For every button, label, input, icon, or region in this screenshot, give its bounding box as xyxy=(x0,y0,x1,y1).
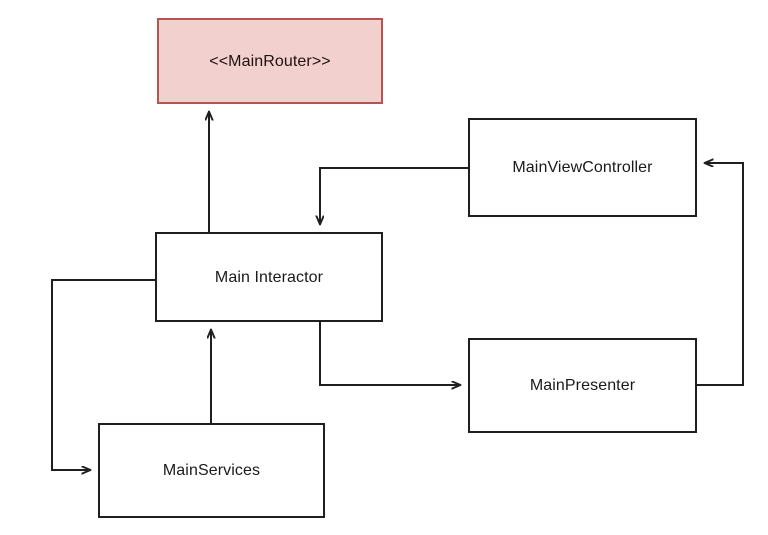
connector-presenter-to-viewcontroller xyxy=(697,163,744,386)
node-main-view-controller-label: MainViewController xyxy=(512,159,653,176)
node-main-interactor-label: Main Interactor xyxy=(214,268,324,286)
node-main-services[interactable]: MainServices xyxy=(98,423,325,518)
connector-interactor-to-presenter xyxy=(319,322,460,385)
node-main-view-controller[interactable]: MainViewController xyxy=(468,118,697,217)
connector-interactor-to-services xyxy=(51,279,155,470)
node-main-interactor[interactable]: Main Interactor xyxy=(155,232,383,322)
node-main-router-label: <<MainRouter>> xyxy=(209,52,331,70)
node-main-presenter[interactable]: MainPresenter xyxy=(468,338,697,433)
node-main-services-label: MainServices xyxy=(162,462,261,479)
node-main-router[interactable]: <<MainRouter>> xyxy=(157,18,383,104)
node-main-presenter-label: MainPresenter xyxy=(529,377,636,394)
connector-viewcontroller-to-interactor xyxy=(320,167,468,224)
